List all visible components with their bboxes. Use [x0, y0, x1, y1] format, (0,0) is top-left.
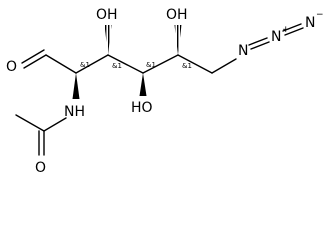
bond-c1-c2	[45, 54, 77, 74]
c5-substituent: &1 OH	[166, 7, 192, 70]
hydroxyl-c4: HO	[131, 100, 153, 116]
azide-bond-1b	[248, 37, 268, 46]
c3-hashed-bond	[104, 25, 112, 55]
stereo-label-c3: &1	[112, 62, 122, 70]
hydroxyl-c3: OH	[96, 7, 118, 23]
bond-c6-n1	[211, 58, 237, 74]
c5-hashed-bond	[174, 25, 182, 55]
azide-n3-charge: −	[316, 10, 324, 20]
azide-group: N N + N −	[238, 10, 324, 59]
aldehyde-oxygen: O	[6, 59, 17, 75]
carbonyl-to-methyl-bond	[15, 114, 45, 132]
c2-wedge-bond	[72, 73, 80, 99]
azide-nitrogen-1: N	[238, 43, 248, 59]
c2-substituent: &1 NH	[64, 61, 90, 120]
acetamide-group: O	[15, 114, 67, 176]
azide-bond-2b	[282, 23, 302, 32]
acetyl-oxygen: O	[35, 160, 46, 176]
stereo-label-c4: &1	[146, 61, 156, 69]
azide-bond-1a	[250, 41, 270, 50]
azide-nitrogen-2: N	[271, 29, 281, 45]
bond-c3-c4	[107, 54, 144, 74]
nh-to-carbonyl-bond	[43, 117, 67, 132]
bond-c5-c6	[177, 54, 213, 74]
chemical-structure: O &1 NH &1 OH &1 HO &1 OH N N + N −	[6, 7, 324, 176]
stereo-label-c2: &1	[80, 61, 90, 69]
stereo-label-c5: &1	[182, 62, 192, 70]
bond-c4-c5	[142, 54, 179, 74]
bond-c2-c3	[75, 54, 109, 74]
azide-nitrogen-3: N	[305, 15, 315, 31]
c4-substituent: &1 HO	[131, 61, 156, 116]
c4-wedge-bond	[139, 73, 147, 96]
aldehyde-group: O	[6, 49, 47, 75]
azide-bond-2a	[284, 27, 304, 36]
nh-label: NH	[64, 104, 85, 120]
c3-substituent: &1 OH	[96, 7, 122, 70]
aldehyde-double-bond-a	[23, 54, 47, 69]
hydroxyl-c5: OH	[166, 7, 188, 23]
carbon-chain	[45, 54, 237, 74]
aldehyde-double-bond-b	[21, 49, 45, 64]
